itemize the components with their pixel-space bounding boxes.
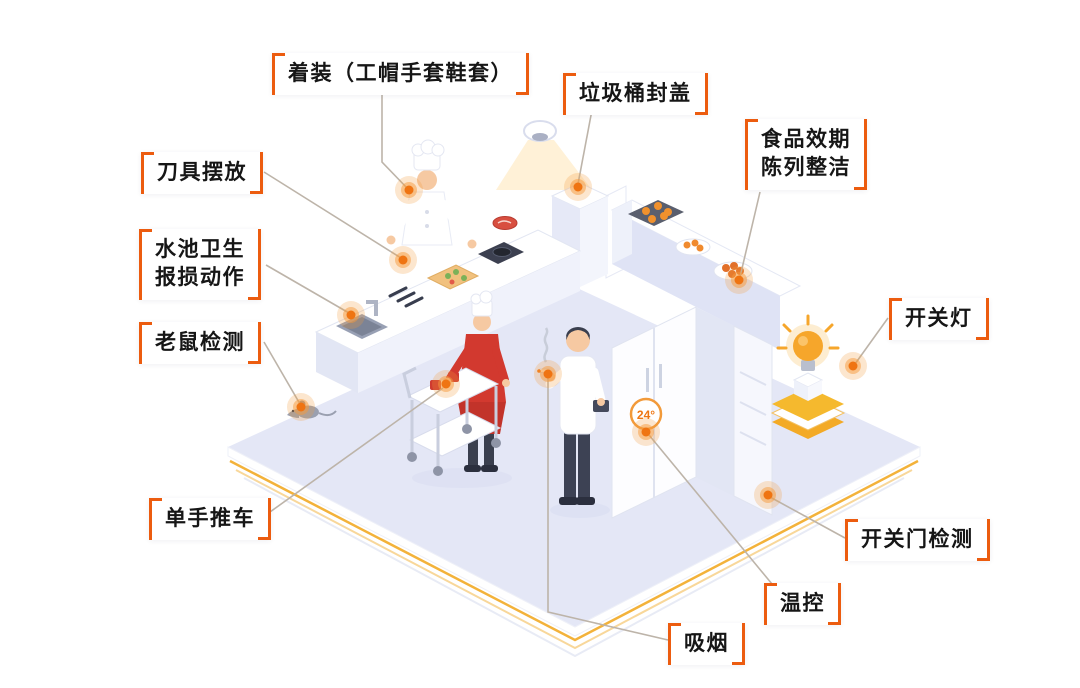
dot-cart: [432, 370, 460, 398]
dot-mouse: [287, 393, 315, 421]
dot-sink: [337, 301, 365, 329]
light-display: [770, 314, 846, 439]
label-sink-hygiene: 水池卫生 报损动作: [139, 229, 261, 300]
label-door-detection: 开关门检测: [845, 519, 990, 562]
label-trash-lid: 垃圾桶封盖: [563, 73, 708, 116]
dot-door: [754, 481, 782, 509]
fridge-temp-display: 24°: [637, 408, 655, 422]
cutting-board: [426, 264, 480, 290]
security-camera: [496, 120, 592, 190]
smoke: [543, 327, 549, 363]
dot-dress: [395, 176, 423, 204]
leader-lines: [262, 92, 889, 641]
kitchen-counter: [314, 216, 582, 393]
dot-light: [839, 352, 867, 380]
dot-trash-lid: [564, 173, 592, 201]
label-food-expiry-line1: 食品效期: [761, 128, 851, 151]
food-display-counter: [605, 185, 802, 350]
label-dress: 着装（工帽手套鞋套）: [272, 53, 529, 96]
label-knife-placement: 刀具摆放: [141, 152, 263, 195]
label-food-expiry-line2: 陈列整洁: [761, 156, 851, 180]
label-smoking: 吸烟: [668, 623, 745, 666]
dot-smoking: [534, 360, 562, 388]
label-light-switch: 开关灯: [889, 298, 989, 341]
knives: [388, 286, 424, 308]
label-one-hand-cart: 单手推车: [149, 498, 271, 541]
baking-tray: [628, 200, 684, 226]
smoking-person: [537, 327, 610, 518]
label-mouse-detection: 老鼠检测: [139, 322, 261, 365]
cart: [402, 366, 502, 476]
label-sink-hygiene-line2: 报损动作: [155, 266, 245, 290]
chef-arms: [386, 200, 477, 249]
steak: [492, 216, 518, 230]
fridge: 24°: [611, 306, 773, 519]
label-food-expiry: 食品效期 陈列整洁: [745, 119, 867, 190]
glow-dots: [287, 173, 867, 509]
light-bulb: [793, 331, 823, 361]
dot-temp: [632, 418, 660, 446]
label-sink-hygiene-line1: 水池卫生: [155, 238, 245, 261]
dot-knife: [389, 246, 417, 274]
dot-food: [725, 266, 753, 294]
label-temperature: 温控: [764, 583, 841, 626]
